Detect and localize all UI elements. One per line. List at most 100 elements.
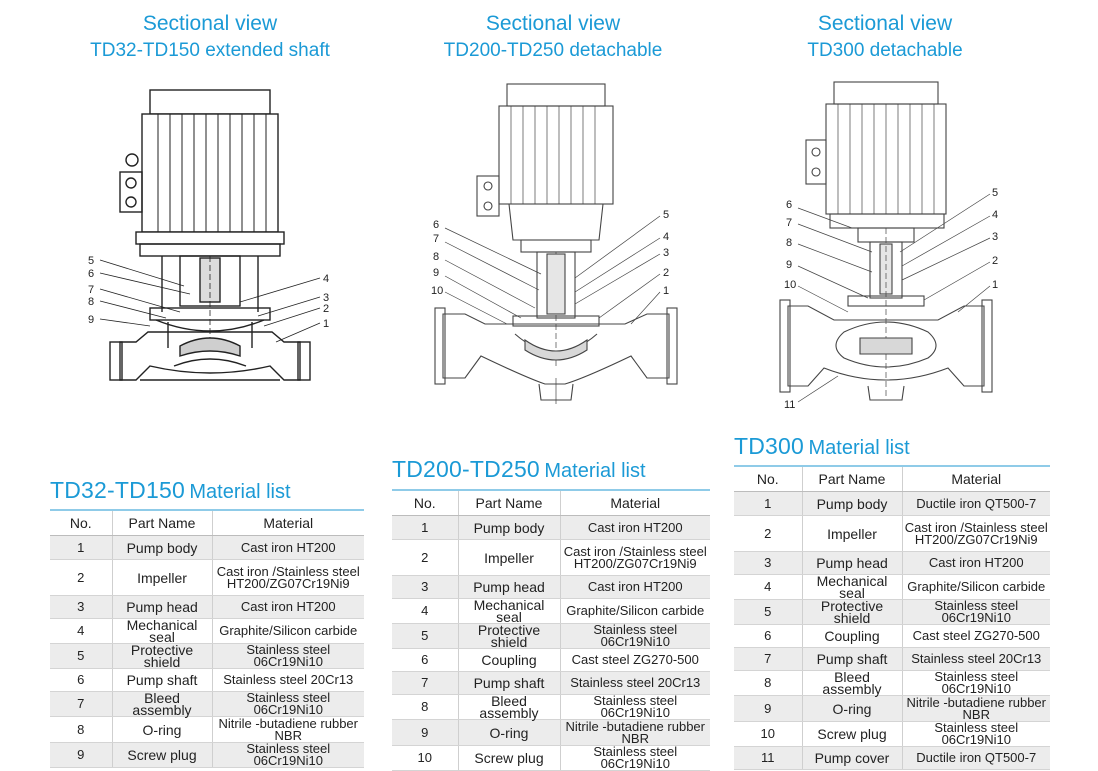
row-no: 3: [50, 595, 113, 619]
row-no: 5: [392, 623, 459, 649]
row-no: 9: [734, 695, 803, 722]
row-material: Stainless steel 06Cr19Ni10: [212, 742, 364, 768]
callout-2: 2: [992, 255, 998, 267]
row-no: 7: [50, 691, 113, 717]
row-part-name: Coupling: [802, 624, 903, 648]
table-header-row: No. Part Name Material: [50, 509, 364, 536]
row-no: 6: [392, 648, 459, 672]
row-material: Stainless steel 20Cr13: [902, 647, 1050, 671]
material-list-suffix-td300: Material list: [808, 437, 910, 459]
row-material: Nitrile -butadiene rubber NBR: [560, 719, 710, 746]
row-no: 2: [734, 515, 803, 552]
row-part-name: Pump shaft: [112, 668, 213, 692]
callout-9: 9: [433, 267, 439, 279]
row-no: 8: [50, 716, 113, 743]
row-part-name: Mechanical seal: [802, 574, 903, 600]
row-part-name: O-ring: [458, 719, 561, 746]
row-material: Stainless steel 06Cr19Ni10: [212, 643, 364, 669]
row-part-name: Coupling: [458, 648, 561, 672]
row-no: 3: [734, 551, 803, 575]
callout-1: 1: [323, 318, 329, 330]
material-list-suffix-td200: Material list: [544, 460, 646, 482]
callout-4: 4: [992, 209, 998, 221]
material-list-model-td32: TD32-TD150: [50, 477, 185, 503]
row-part-name: Screw plug: [802, 721, 903, 747]
view-title-3-line1: Sectional view: [817, 12, 953, 35]
row-material: Cast iron HT200: [560, 575, 710, 599]
callout-9: 9: [786, 259, 792, 271]
view-title-2-line1: Sectional view: [485, 12, 621, 35]
view-title-3-line2: TD300 detachable: [807, 40, 963, 61]
callout-10: 10: [784, 279, 796, 291]
table-header-row: No. Part Name Material: [392, 489, 710, 516]
row-material: Graphite/Silicon carbide: [902, 574, 1050, 600]
row-material: Stainless steel 06Cr19Ni10: [560, 745, 710, 771]
col-header-part-name: Part Name: [112, 509, 213, 536]
row-no: 11: [734, 746, 803, 770]
row-no: 6: [50, 668, 113, 692]
row-no: 1: [392, 515, 459, 540]
row-part-name: Bleed assembly: [458, 694, 561, 720]
row-material: Stainless steel 06Cr19Ni10: [560, 623, 710, 649]
row-material: Cast iron HT200: [212, 595, 364, 619]
row-part-name: Pump body: [802, 491, 903, 516]
row-material: Stainless steel 06Cr19Ni10: [902, 599, 1050, 625]
row-material: Stainless steel 20Cr13: [212, 668, 364, 692]
view-title-2-line2: TD200-TD250 detachable: [443, 40, 663, 61]
material-list-title-td200: TD200-TD250 Material list: [392, 456, 646, 483]
row-material: Graphite/Silicon carbide: [212, 618, 364, 644]
row-part-name: Screw plug: [112, 742, 213, 768]
callout-5: 5: [88, 255, 94, 267]
row-part-name: Pump cover: [802, 746, 903, 770]
row-part-name: Bleed assembly: [112, 691, 213, 717]
row-part-name: Pump head: [112, 595, 213, 619]
view-title-1-line2: TD32-TD150 extended shaft: [90, 40, 330, 61]
row-no: 1: [734, 491, 803, 516]
row-no: 2: [50, 559, 113, 596]
row-material: Cast iron HT200: [902, 551, 1050, 575]
pump-drawing-td32: 5 6 7 8 9 4 3 2 1: [88, 89, 329, 381]
col-header-no: No.: [734, 465, 803, 492]
callout-6: 6: [433, 219, 439, 231]
row-material: Cast steel ZG270-500: [560, 648, 710, 672]
row-material: Graphite/Silicon carbide: [560, 598, 710, 624]
row-part-name: Screw plug: [458, 745, 561, 771]
row-no: 4: [392, 598, 459, 624]
row-material: Stainless steel 06Cr19Ni10: [902, 721, 1050, 747]
row-part-name: Bleed assembly: [802, 670, 903, 696]
row-no: 10: [392, 745, 459, 771]
callout-1: 1: [663, 285, 669, 297]
callout-1: 1: [992, 279, 998, 291]
row-material: Nitrile -butadiene rubber NBR: [212, 716, 364, 743]
material-list-title-td32: TD32-TD150 Material list: [50, 477, 291, 504]
row-part-name: Pump body: [112, 535, 213, 560]
row-no: 2: [392, 539, 459, 576]
col-header-no: No.: [392, 489, 459, 516]
callout-8: 8: [786, 237, 792, 249]
col-header-material: Material: [212, 509, 364, 536]
row-material: Cast iron /Stainless steel HT200/ZG07Cr1…: [902, 515, 1050, 552]
material-list-title-td300: TD300 Material list: [734, 433, 910, 460]
row-no: 6: [734, 624, 803, 648]
row-no: 8: [392, 694, 459, 720]
col-header-part-name: Part Name: [458, 489, 561, 516]
callout-10: 10: [431, 285, 443, 297]
row-no: 8: [734, 670, 803, 696]
row-no: 3: [392, 575, 459, 599]
callout-7: 7: [88, 284, 94, 296]
callout-5: 5: [992, 187, 998, 199]
row-part-name: Impeller: [112, 559, 213, 596]
row-part-name: Protective shield: [802, 599, 903, 625]
col-header-part-name: Part Name: [802, 465, 903, 492]
